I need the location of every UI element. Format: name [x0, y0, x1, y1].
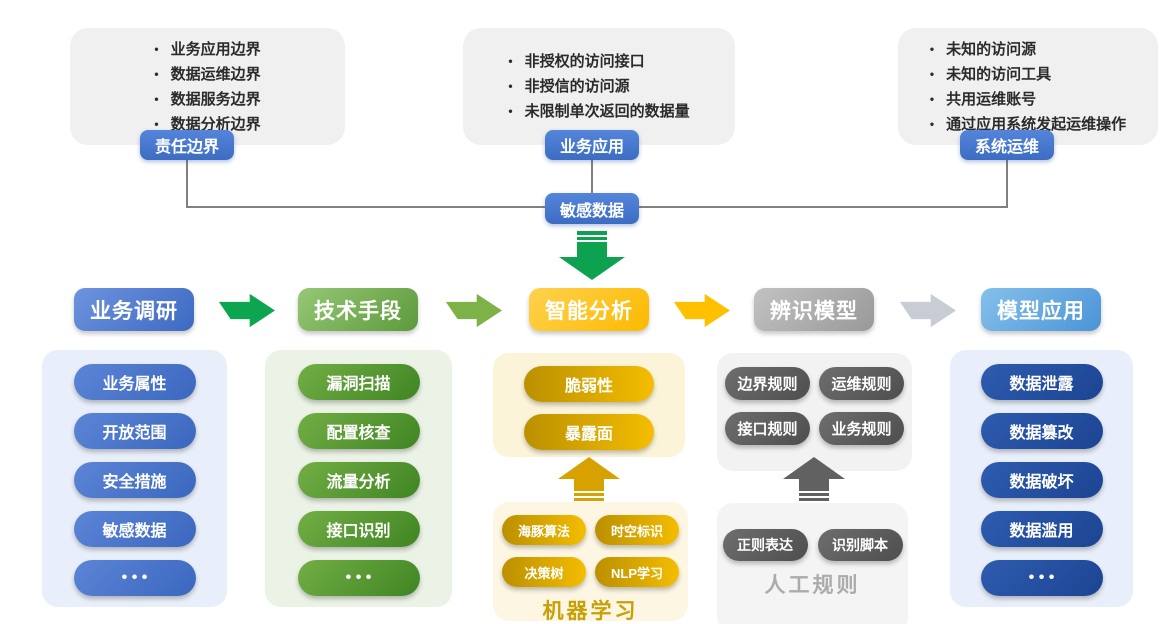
flow-arrow-icon [896, 292, 958, 334]
survey-pill-more: • • • [73, 560, 196, 596]
list-item: 非授权的访问接口 [508, 49, 689, 74]
analysis-panel: 脆弱性 暴露面 [493, 353, 685, 457]
responsibility-boundary-tag: 责任边界 [140, 130, 234, 160]
risk-pill-more: • • • [980, 560, 1103, 596]
rule-pill: 运维规则 [819, 367, 904, 400]
sensitive-data-tag: 敏感数据 [545, 193, 639, 224]
tech-pill: 漏洞扫描 [297, 364, 420, 400]
rule-pill: 业务规则 [819, 412, 904, 445]
responsibility-boundary-box: 业务应用边界 数据运维边界 数据服务边界 数据分析边界 [70, 28, 345, 145]
risk-pill: 数据破坏 [980, 462, 1103, 498]
striped-up-arrow-icon [781, 457, 847, 506]
flow-arrow-icon [215, 292, 277, 334]
list-item: 数据分析边界 [154, 112, 261, 137]
list-item: 共用运维账号 [930, 87, 1126, 112]
rule-pill: 接口规则 [725, 412, 810, 445]
connector-line [591, 160, 593, 195]
responsibility-boundary-list: 业务应用边界 数据运维边界 数据服务边界 数据分析边界 [154, 37, 261, 137]
tech-pill-more: • • • [297, 560, 420, 596]
manual-rules-label: 人工规则 [764, 574, 861, 597]
tech-pill: 流量分析 [297, 462, 420, 498]
connector-line [1006, 160, 1008, 207]
striped-up-arrow-icon [556, 457, 622, 506]
tech-pill: 接口识别 [297, 511, 420, 547]
survey-pill: 业务属性 [73, 364, 196, 400]
survey-pill: 敏感数据 [73, 511, 196, 547]
system-ops-tag: 系统运维 [960, 130, 1054, 160]
rule-pill: 边界规则 [725, 367, 810, 400]
system-ops-box: 未知的访问源 未知的访问工具 共用运维账号 通过应用系统发起运维操作 [898, 28, 1158, 145]
manual-rules-panel: 正则表达 识别脚本 人工规则 [717, 503, 908, 624]
list-item: 通过应用系统发起运维操作 [930, 112, 1126, 137]
stage-intelligent-analysis: 智能分析 [529, 288, 649, 331]
tech-pill: 配置核查 [297, 413, 420, 449]
analysis-pill: 脆弱性 [524, 366, 654, 402]
list-item: 未限制单次返回的数据量 [508, 99, 690, 124]
ml-pill: 海豚算法 [502, 515, 586, 545]
manual-rule-pill: 识别脚本 [817, 529, 903, 561]
flow-arrow-icon [670, 292, 732, 334]
risk-pill: 数据篡改 [980, 413, 1103, 449]
list-item: 未知的访问源 [930, 37, 1126, 62]
survey-pill: 安全措施 [73, 462, 196, 498]
business-application-box: 非授权的访问接口 非授信的访问源 未限制单次返回的数据量 [463, 28, 735, 145]
list-item: 未知的访问工具 [930, 62, 1126, 87]
stage-identify-model: 辨识模型 [754, 288, 874, 331]
list-item: 业务应用边界 [154, 37, 261, 62]
connector-line [186, 160, 188, 207]
stage-business-survey: 业务调研 [74, 288, 194, 331]
business-application-tag: 业务应用 [545, 130, 639, 160]
list-item: 数据服务边界 [154, 87, 261, 112]
list-item: 非授信的访问源 [508, 74, 689, 99]
manual-rule-pill: 正则表达 [722, 529, 808, 561]
ml-pill: 时空标识 [595, 515, 679, 545]
risk-pill: 数据泄露 [980, 364, 1103, 400]
survey-pill: 开放范围 [73, 413, 196, 449]
machine-learning-panel: 海豚算法 时空标识 决策树 NLP学习 机器学习 [493, 502, 688, 623]
risk-pill: 数据滥用 [980, 511, 1103, 547]
ml-pill: 决策树 [502, 557, 586, 587]
rules-panel: 边界规则 运维规则 接口规则 业务规则 [717, 353, 912, 471]
business-application-list: 非授权的访问接口 非授信的访问源 未限制单次返回的数据量 [508, 49, 690, 124]
striped-down-arrow-icon [556, 231, 628, 286]
list-item: 数据运维边界 [154, 62, 261, 87]
stage-technical-means: 技术手段 [298, 288, 418, 331]
flow-arrow-icon [442, 292, 504, 334]
stage-model-application: 模型应用 [981, 288, 1101, 331]
machine-learning-label: 机器学习 [542, 600, 639, 623]
ml-pill: NLP学习 [595, 557, 679, 587]
analysis-pill: 暴露面 [524, 414, 654, 450]
tech-panel: 漏洞扫描 配置核查 流量分析 接口识别 • • • [265, 350, 452, 607]
survey-panel: 业务属性 开放范围 安全措施 敏感数据 • • • [42, 350, 227, 607]
system-ops-list: 未知的访问源 未知的访问工具 共用运维账号 通过应用系统发起运维操作 [930, 37, 1126, 137]
risks-panel: 数据泄露 数据篡改 数据破坏 数据滥用 • • • [950, 350, 1133, 607]
